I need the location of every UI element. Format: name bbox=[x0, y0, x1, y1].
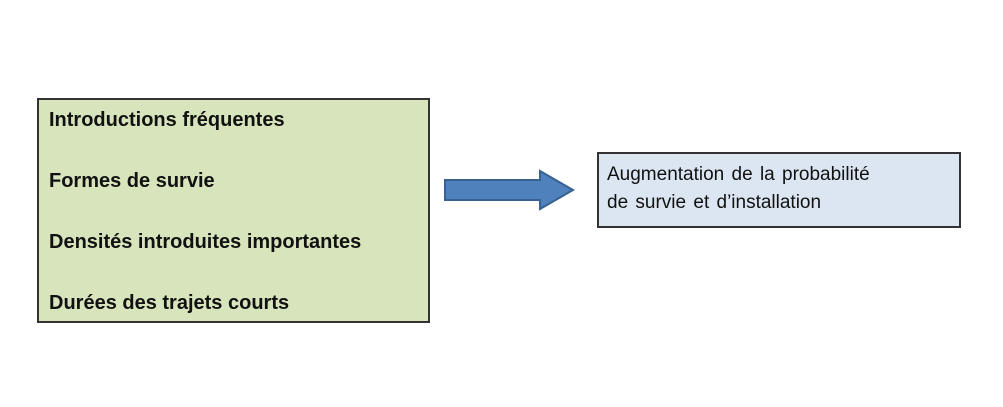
outcome-line-2: de survie et d’installation bbox=[607, 192, 822, 213]
factor-item-formes: Formes de survie bbox=[49, 170, 215, 192]
factor-item-durees: Durées des trajets courts bbox=[49, 292, 290, 314]
outcome-line-1: Augmentation de la probabilité bbox=[607, 164, 870, 185]
factor-item-introductions: Introductions fréquentes bbox=[49, 109, 285, 131]
outcome-box: Augmentation de la probabilité de survie… bbox=[597, 152, 961, 228]
factors-box: Introductions fréquentes Formes de survi… bbox=[37, 98, 430, 323]
right-arrow-shape bbox=[444, 169, 576, 211]
right-arrow-icon bbox=[444, 169, 576, 211]
factor-item-densites: Densités introduites importantes bbox=[49, 231, 362, 253]
